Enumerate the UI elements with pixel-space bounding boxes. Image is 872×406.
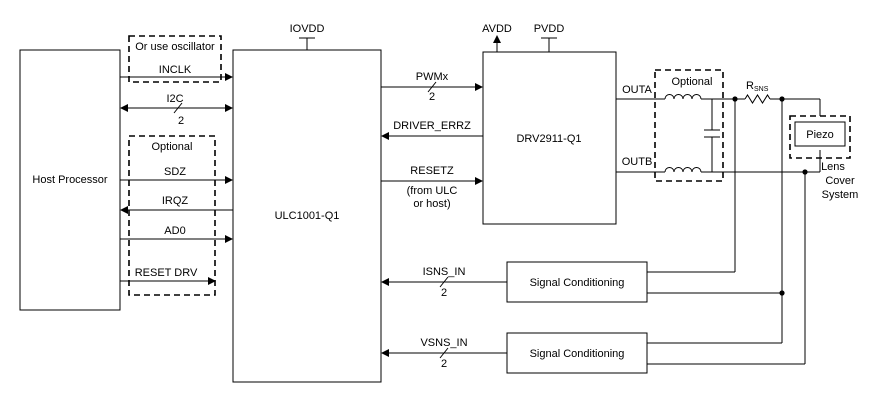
outa-wire: [616, 94, 821, 116]
resetz-label: RESETZ: [410, 165, 454, 177]
filter-capacitor: [704, 99, 720, 172]
isns-feedback-wires: [647, 96, 785, 294]
driver-errz-label: DRIVER_ERRZ: [393, 120, 471, 132]
inclk-label: INCLK: [159, 64, 192, 76]
isns-line: [381, 276, 507, 288]
optional-signals-label: Optional: [152, 141, 193, 153]
resetz-note-line1: (from ULC: [407, 185, 458, 197]
ad0-line: [120, 235, 233, 243]
piezo-block: [794, 121, 846, 147]
i2c-bus-width: 2: [178, 115, 184, 127]
irqz-line: [120, 206, 233, 214]
i2c-line: [120, 102, 233, 114]
pvdd-label: PVDD: [534, 23, 565, 35]
avdd-rail: [493, 35, 501, 52]
pwmx-bus-width: 2: [429, 91, 435, 103]
inclk-line: [120, 73, 233, 81]
lens-cover-system-box: [789, 115, 851, 159]
filter-inductor-a: [664, 94, 702, 100]
vsns-bus-width: 2: [441, 358, 447, 370]
filter-inductor-b: [664, 167, 702, 173]
optional-filter-label: Optional: [672, 76, 713, 88]
signal-conditioning-isns-block: [506, 261, 648, 303]
lens-label-line1: Lens: [821, 161, 845, 173]
outb-label: OUTB: [622, 156, 653, 168]
host-processor-label: Host Processor: [32, 174, 108, 186]
sdz-line: [120, 176, 233, 184]
oscillator-note: Or use oscillator: [135, 41, 215, 53]
pwmx-line: [381, 81, 483, 93]
ad0-label: AD0: [164, 225, 185, 237]
iovdd-label: IOVDD: [290, 23, 325, 35]
irqz-label: IRQZ: [162, 195, 189, 207]
avdd-label: AVDD: [482, 23, 512, 35]
optional-filter-box: [654, 69, 724, 182]
reset-drv-line: [120, 277, 216, 285]
signal-conditioning-isns-label: Signal Conditioning: [530, 277, 625, 289]
sdz-label: SDZ: [164, 166, 186, 178]
vsns-feedback-wires: [647, 169, 808, 365]
oscillator-option-box: [128, 35, 222, 83]
resetz-note-line2: or host): [413, 198, 450, 210]
pvdd-rail: [541, 37, 557, 52]
iovdd-rail: [299, 37, 315, 50]
drv2911-label: DRV2911-Q1: [516, 133, 581, 145]
piezo-label: Piezo: [806, 129, 834, 141]
driver-errz-line: [381, 132, 483, 140]
ulc1001-block: [232, 49, 382, 383]
isns-label: ISNS_IN: [423, 266, 466, 278]
isns-bus-width: 2: [441, 287, 447, 299]
signal-conditioning-vsns-label: Signal Conditioning: [530, 348, 625, 360]
rsns-resistor: [744, 94, 771, 104]
outa-label: OUTA: [622, 84, 652, 96]
i2c-label: I2C: [166, 93, 183, 105]
signal-conditioning-vsns-block: [506, 332, 648, 374]
outb-wire: [616, 150, 821, 173]
ulc1001-label: ULC1001-Q1: [275, 210, 340, 222]
pwmx-label: PWMx: [416, 71, 449, 83]
optional-signals-box: [128, 135, 216, 296]
lens-label-line2: Cover: [825, 175, 855, 187]
vsns-label: VSNS_IN: [420, 337, 467, 349]
lens-label-line3: System: [822, 189, 859, 201]
rsns-label: R: [746, 80, 754, 92]
vsns-line: [381, 347, 507, 359]
rsns-subscript: SNS: [754, 86, 769, 93]
resetz-line: [381, 177, 483, 185]
reset-drv-label: RESET DRV: [135, 267, 198, 279]
host-processor-block: [19, 49, 121, 311]
